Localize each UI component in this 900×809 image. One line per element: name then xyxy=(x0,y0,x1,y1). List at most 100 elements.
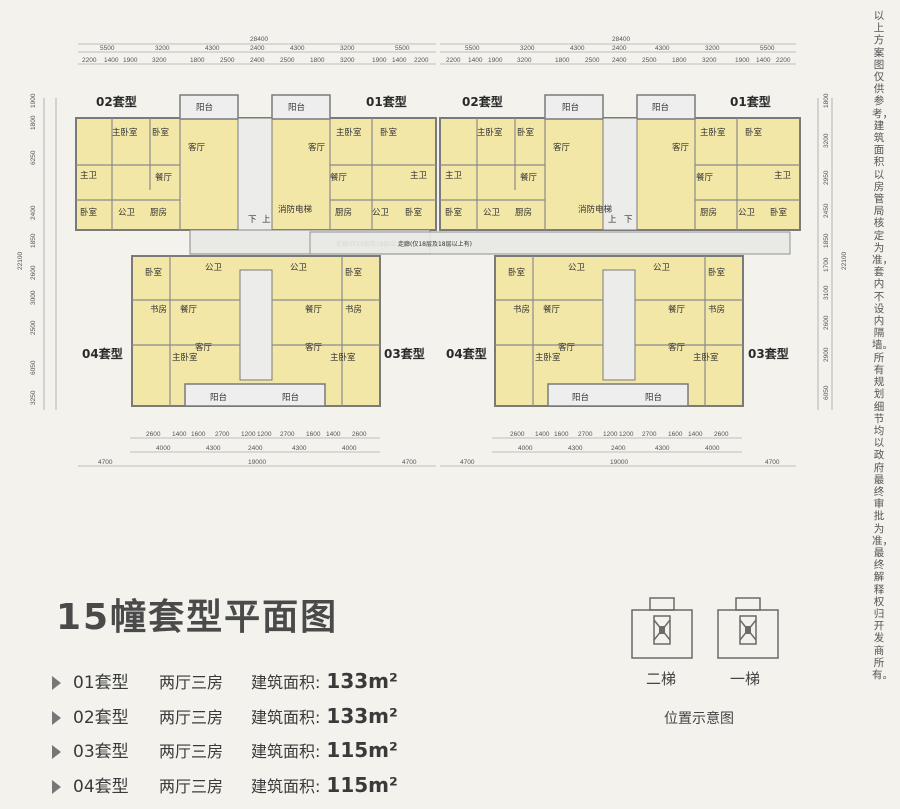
dim: 2700 xyxy=(642,431,657,438)
dim: 2400 xyxy=(250,45,265,52)
dim: 2500 xyxy=(585,57,600,64)
room-label: 客厅 xyxy=(553,142,571,153)
room-label: 下 xyxy=(248,215,257,225)
unit-label-03: 03套型 xyxy=(384,346,425,361)
room-label: 上 xyxy=(262,215,271,225)
room-label: 公卫 xyxy=(568,263,586,273)
dim: 3200 xyxy=(823,133,830,148)
bottom-dimensions: 2600 1400 1600 2700 1200 1200 2700 1600 … xyxy=(78,431,796,467)
dim: 3250 xyxy=(30,390,37,405)
area-label: 建筑面积: xyxy=(251,742,321,761)
dim: 4700 xyxy=(98,459,113,466)
dim: 1600 xyxy=(668,431,683,438)
list-item: 04套型 两厅三房 建筑面积: 115m² xyxy=(52,772,398,807)
unit-rooms: 两厅三房 xyxy=(159,776,224,796)
corridor-note: 走廊(仅18层及18层以上有) xyxy=(398,240,472,248)
dim: 1800 xyxy=(823,93,830,108)
room-label: 下 xyxy=(624,215,633,225)
dim: 4000 xyxy=(156,445,171,452)
total-width-left: 28400 xyxy=(250,36,268,43)
room-label: 卧室 xyxy=(745,127,763,138)
room-label: 餐厅 xyxy=(180,305,198,315)
room-label: 客厅 xyxy=(668,342,686,353)
dim: 2200 xyxy=(446,57,461,64)
dim: 2600 xyxy=(714,431,729,438)
room-label: 上 xyxy=(608,215,617,225)
dim: 4300 xyxy=(292,445,307,452)
one-stair-label: 一梯 xyxy=(730,670,761,688)
dim: 6250 xyxy=(30,150,37,165)
dim: 3200 xyxy=(340,45,355,52)
room-label: 阳台 xyxy=(572,392,589,403)
room-label: 书房 xyxy=(345,304,362,315)
dim: 2400 xyxy=(611,445,626,452)
disclaimer-note: 以上方案图仅供参考，建筑面积以房管局核定为准，套内不设内隔墙。所有规划细节均以政… xyxy=(872,10,893,681)
dim: 2400 xyxy=(612,57,627,64)
room-label: 公卫 xyxy=(372,208,390,218)
dim: 1200 xyxy=(603,431,618,438)
dim: 1600 xyxy=(554,431,569,438)
dim: 2200 xyxy=(776,57,791,64)
room-label: 卧室 xyxy=(405,207,423,218)
triangle-bullet-icon xyxy=(52,710,61,725)
dim: 2200 xyxy=(414,57,429,64)
room-label: 主卧室 xyxy=(535,352,561,363)
dim-total: 22100 xyxy=(17,252,24,270)
room-label: 客厅 xyxy=(305,342,323,353)
room-label: 卧室 xyxy=(445,207,463,218)
dim: 1800 xyxy=(190,57,205,64)
dim: 2950 xyxy=(823,170,830,185)
room-label: 阳台 xyxy=(210,392,227,403)
dim: 2200 xyxy=(82,57,97,64)
area-value: 133m² xyxy=(326,669,398,693)
dim: 2450 xyxy=(823,203,830,218)
dim: 2600 xyxy=(352,431,367,438)
dim: 1850 xyxy=(823,233,830,248)
dim: 4300 xyxy=(655,445,670,452)
room-label: 厨房 xyxy=(150,207,167,218)
unit-label-04: 04套型 xyxy=(82,346,123,361)
dim: 2700 xyxy=(578,431,593,438)
dim: 1400 xyxy=(392,57,407,64)
room-label: 阳台 xyxy=(288,102,305,113)
room-label: 主卧室 xyxy=(330,352,356,363)
triangle-bullet-icon xyxy=(52,676,61,690)
dim: 3200 xyxy=(705,45,720,52)
room-label: 主卧室 xyxy=(477,127,503,138)
dim: 3000 xyxy=(30,290,37,305)
room-label: 主卫 xyxy=(445,170,463,181)
location-diagram xyxy=(631,597,779,659)
dim: 4300 xyxy=(655,45,670,52)
dim: 4000 xyxy=(518,445,533,452)
room-label: 客厅 xyxy=(308,142,326,153)
room-label: 卧室 xyxy=(145,267,163,278)
dim: 2500 xyxy=(220,57,235,64)
room-label: 书房 xyxy=(708,304,725,315)
room-label: 主卫 xyxy=(80,170,98,181)
room-label: 厨房 xyxy=(335,207,352,218)
room-label: 客厅 xyxy=(558,342,576,353)
dim: 1200 xyxy=(241,431,256,438)
dim: 1700 xyxy=(823,257,830,272)
dim: 1600 xyxy=(191,431,206,438)
dim: 2500 xyxy=(642,57,657,64)
dim: 4000 xyxy=(342,445,357,452)
room-label: 公卫 xyxy=(118,208,136,218)
room-label: 厨房 xyxy=(515,207,532,218)
building-left: 主卧室 卧室 客厅 餐厅 主卫 卧室 公卫 厨房 阳台 阳台 客厅 主卧室 卧室… xyxy=(75,94,437,407)
dim: 1900 xyxy=(488,57,503,64)
dim: 3200 xyxy=(340,57,355,64)
room-label: 消防电梯 xyxy=(278,204,313,215)
room-label: 主卧室 xyxy=(700,127,726,138)
dim: 2600 xyxy=(30,265,37,280)
area-value: 115m² xyxy=(326,772,398,797)
area-value: 133m² xyxy=(326,703,398,728)
dim: 1800 xyxy=(310,57,325,64)
dim: 2500 xyxy=(280,57,295,64)
room-label: 餐厅 xyxy=(668,305,686,315)
dim: 5500 xyxy=(100,45,115,52)
dim: 4300 xyxy=(570,45,585,52)
dim: 1850 xyxy=(30,233,37,248)
room-label: 公卫 xyxy=(738,208,756,218)
dim: 1400 xyxy=(688,431,703,438)
